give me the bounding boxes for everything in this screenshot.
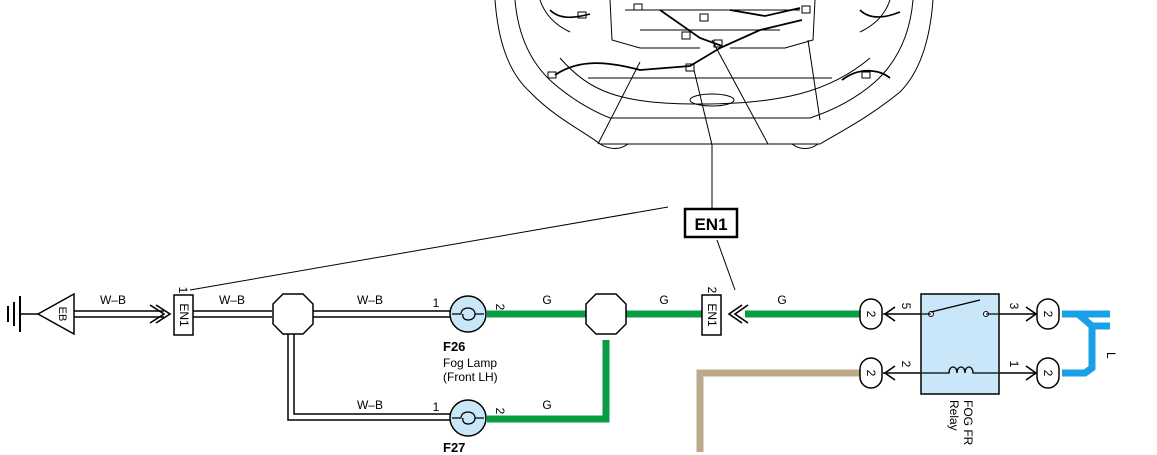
vehicle-front-view xyxy=(494,0,934,149)
en1-right-label: EN1 xyxy=(705,303,719,327)
fog-lamp-lh-code: F26 xyxy=(443,339,465,354)
relay-pin-5: 5 xyxy=(899,303,913,310)
blue-wire xyxy=(1062,310,1110,377)
relay-name-1: FOG FR xyxy=(961,400,975,446)
wire-label-g-1: G xyxy=(542,293,551,307)
fog-lamp-lh-pin-2: 2 xyxy=(493,304,507,311)
fog-lamp-rh-pin-1: 1 xyxy=(433,400,440,414)
relay-terminal-bottom-right: 2 xyxy=(1036,357,1060,389)
relay-terminal-top-right: 2 xyxy=(1036,298,1060,330)
tan-wire xyxy=(696,369,860,452)
fog-lamp-lh: 1 2 F26 Fog Lamp (Front LH) xyxy=(433,295,507,384)
relay-pin-3: 3 xyxy=(1007,303,1021,310)
ground-eb: EB xyxy=(7,292,75,336)
wire-label-g-3: G xyxy=(777,293,786,307)
splice-point-2 xyxy=(585,293,627,335)
wire-label-l: L xyxy=(1104,352,1118,359)
relay-terminal-top-right-label: 2 xyxy=(1041,311,1055,318)
relay-pin-2: 2 xyxy=(899,361,913,368)
callout-en1: EN1 xyxy=(683,207,739,239)
connector-en1-left: EN1 1 xyxy=(173,287,194,336)
fog-lamp-lh-name-2: (Front LH) xyxy=(443,370,498,384)
en1-left-label: EN1 xyxy=(177,303,191,327)
en1-left-pin: 1 xyxy=(176,287,190,294)
wire-label-g-2: G xyxy=(659,293,668,307)
relay-terminal-bottom-left-label: 2 xyxy=(864,370,878,377)
callout-label: EN1 xyxy=(694,215,727,234)
wire-label-g-4: G xyxy=(542,398,551,412)
relay-name-2: Relay xyxy=(947,400,961,431)
wire-label-wb-4: W–B xyxy=(357,398,383,412)
wire-label-wb-3: W–B xyxy=(357,293,383,307)
wire-label-wb-2: W–B xyxy=(219,293,245,307)
en1-right-pin: 2 xyxy=(705,287,719,294)
wire-label-wb-1: W–B xyxy=(100,293,126,307)
relay-terminal-bottom-right-label: 2 xyxy=(1041,370,1055,377)
wb-wires xyxy=(74,304,450,421)
callout-leaders xyxy=(189,69,736,291)
fog-lamp-rh-pin-2: 2 xyxy=(493,408,507,415)
green-wires xyxy=(487,310,860,423)
relay-pin-1: 1 xyxy=(1007,361,1021,368)
fog-lamp-lh-name-1: Fog Lamp xyxy=(443,356,497,370)
fog-fr-relay: 5 3 2 1 FOG FR Relay xyxy=(899,293,1021,446)
relay-terminal-top-left: 2 xyxy=(859,298,883,330)
relay-terminal-top-left-label: 2 xyxy=(864,311,878,318)
relay-terminal-bottom-left: 2 xyxy=(859,357,883,389)
ground-label: EB xyxy=(56,307,68,322)
fog-lamp-lh-pin-1: 1 xyxy=(433,296,440,310)
splice-point-1 xyxy=(272,293,314,335)
fog-lamp-rh-code: F27 xyxy=(443,440,465,455)
fog-lamp-rh: 1 2 F27 xyxy=(433,399,507,455)
relay-connector-arrows xyxy=(883,306,1038,381)
connector-en1-right: EN1 2 xyxy=(701,287,749,336)
